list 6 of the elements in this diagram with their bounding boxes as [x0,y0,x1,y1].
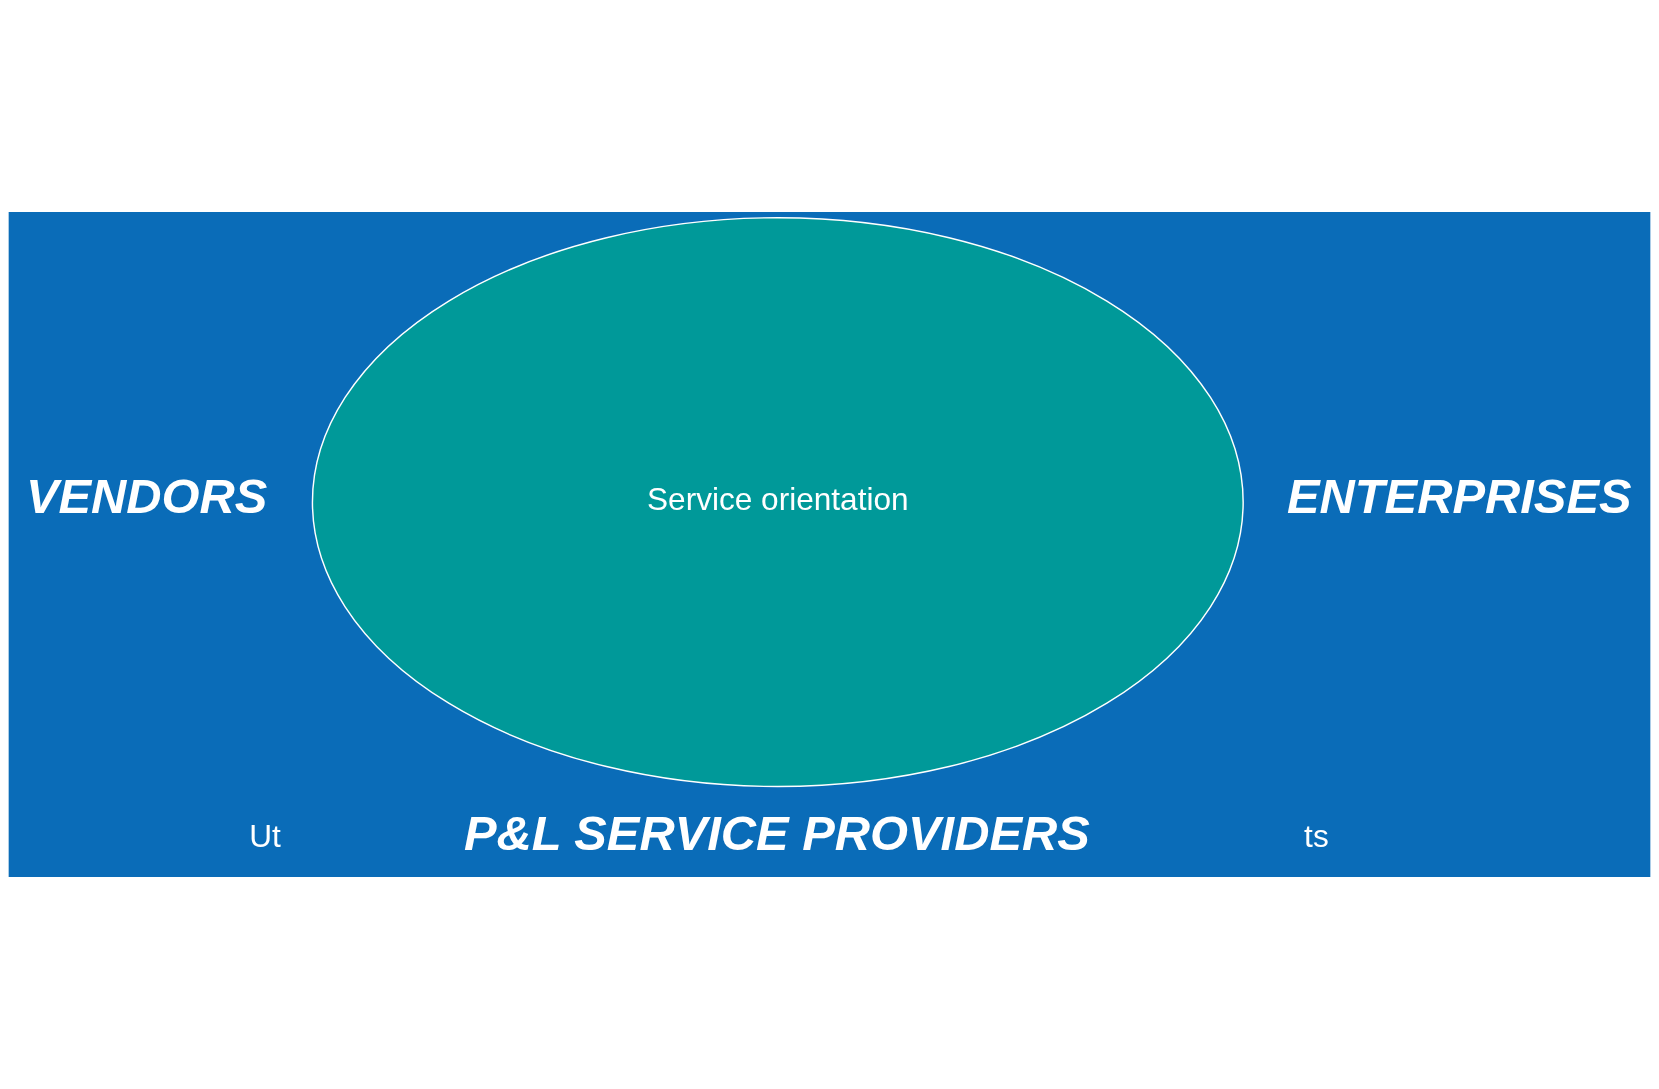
label: P&L SERVICE PROVIDERS [463,806,1090,860]
label: ts [1304,817,1329,854]
node-ellipse: Service orientation [311,217,1244,788]
label: VENDORS [25,469,268,524]
label: ENTERPRISES [1286,469,1632,524]
label: Ut [249,817,281,854]
